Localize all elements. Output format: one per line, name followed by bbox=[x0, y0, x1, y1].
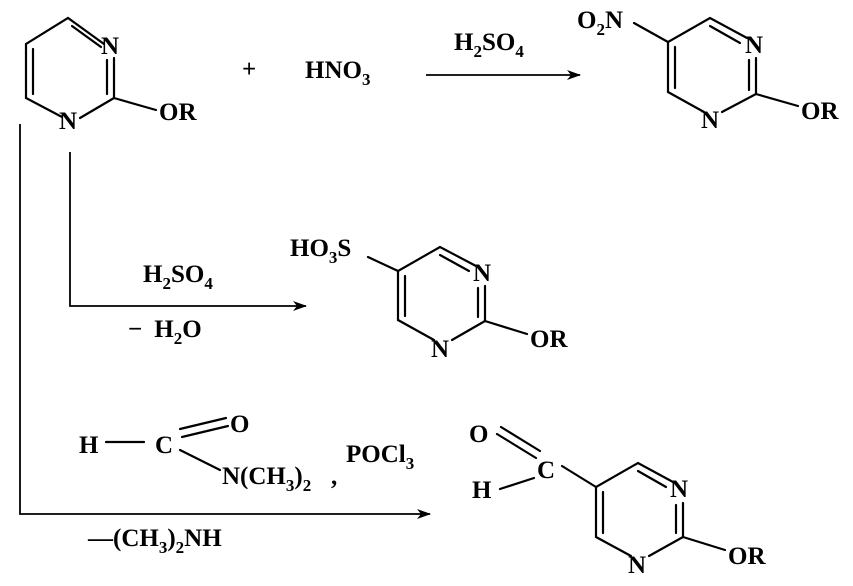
ring-bond-n3-c2 bbox=[450, 319, 487, 342]
ring-double-bond-1 bbox=[70, 24, 103, 49]
atom-n1: N bbox=[59, 108, 77, 135]
product-nitro-pyrimidine: O2N N N OR bbox=[577, 7, 839, 134]
comma: , bbox=[331, 463, 337, 490]
atom-or: OR bbox=[530, 326, 568, 353]
byproduct-dimethylamine: —(CH3)2NH bbox=[87, 525, 222, 557]
ring-double-bond-2 bbox=[708, 24, 742, 45]
atom-n1: N bbox=[670, 476, 688, 503]
dmf-bond-c-o-1 bbox=[178, 416, 228, 431]
reagent-h2so4-2: H2SO4 bbox=[143, 261, 213, 293]
ring-double-bond-2 bbox=[438, 253, 471, 273]
group-ho3s: HO3S bbox=[290, 235, 351, 267]
plus-sign: + bbox=[242, 56, 256, 83]
starting-pyrimidine: N N OR bbox=[24, 16, 197, 135]
bond-to-no2 bbox=[632, 21, 670, 44]
dmf-atom-h: H bbox=[79, 432, 99, 459]
arrow-formylation bbox=[19, 124, 431, 519]
ring-bond-c4-n3 bbox=[396, 318, 436, 342]
ring-bonds bbox=[24, 16, 106, 119]
atom-c: C bbox=[537, 457, 555, 484]
dmf-atom-c: C bbox=[155, 432, 173, 459]
reagent-pocl3: POCl3 bbox=[346, 441, 414, 473]
product-sulfonic-acid-pyrimidine: HO3S N N OR bbox=[290, 235, 568, 363]
ring-bond-n3-c2 bbox=[720, 92, 758, 114]
atom-n3: N bbox=[101, 33, 119, 60]
bond-c-o-1 bbox=[495, 432, 538, 460]
catalyst-h2so4-1: H2SO4 bbox=[454, 29, 524, 61]
product-formyl-pyrimidine: O C H N N OR bbox=[469, 421, 766, 579]
atom-h: H bbox=[472, 477, 492, 504]
reagent-hno3: HNO3 bbox=[305, 57, 370, 89]
dmf-atom-o: O bbox=[230, 411, 249, 438]
atom-or: OR bbox=[801, 98, 839, 125]
ring-bond-c4-n3 bbox=[666, 90, 706, 114]
bond-c-h bbox=[498, 476, 536, 491]
bond-to-so3h bbox=[366, 255, 400, 273]
bond-to-or bbox=[681, 535, 727, 552]
atom-o: O bbox=[469, 421, 488, 448]
atom-or: OR bbox=[159, 99, 197, 126]
ring-bonds bbox=[594, 461, 675, 539]
bond-to-or bbox=[483, 319, 529, 336]
ring-bond-c4-n3 bbox=[594, 535, 633, 558]
atom-n3: N bbox=[628, 552, 646, 579]
atom-n1: N bbox=[745, 32, 763, 59]
dmf-amine-group: N(CH3)2 bbox=[222, 463, 311, 495]
atom-n3: N bbox=[701, 107, 719, 134]
bond-to-or bbox=[112, 96, 158, 112]
atom-or: OR bbox=[728, 543, 766, 570]
ring-bond-n3-c2 bbox=[647, 535, 685, 558]
ring-double-bond-2 bbox=[636, 469, 668, 489]
bond-to-ring bbox=[560, 464, 598, 489]
byproduct-h2o: −H2O bbox=[128, 316, 202, 348]
ring-bond-n1-c2 bbox=[78, 96, 116, 120]
bond-c-o-2 bbox=[499, 425, 542, 453]
ring-bonds bbox=[396, 245, 478, 322]
atom-n3: N bbox=[431, 336, 449, 363]
ring-bonds bbox=[666, 16, 749, 94]
arrow-sulfonation bbox=[69, 152, 307, 311]
atom-n1: N bbox=[473, 260, 491, 287]
reagent-dmf: H C O N(CH3)2 bbox=[79, 411, 311, 495]
group-o2n: O2N bbox=[577, 7, 623, 39]
dmf-bond-c-n bbox=[178, 448, 222, 472]
dmf-bond-c-o-2 bbox=[180, 424, 230, 439]
bond-to-or bbox=[754, 92, 800, 108]
